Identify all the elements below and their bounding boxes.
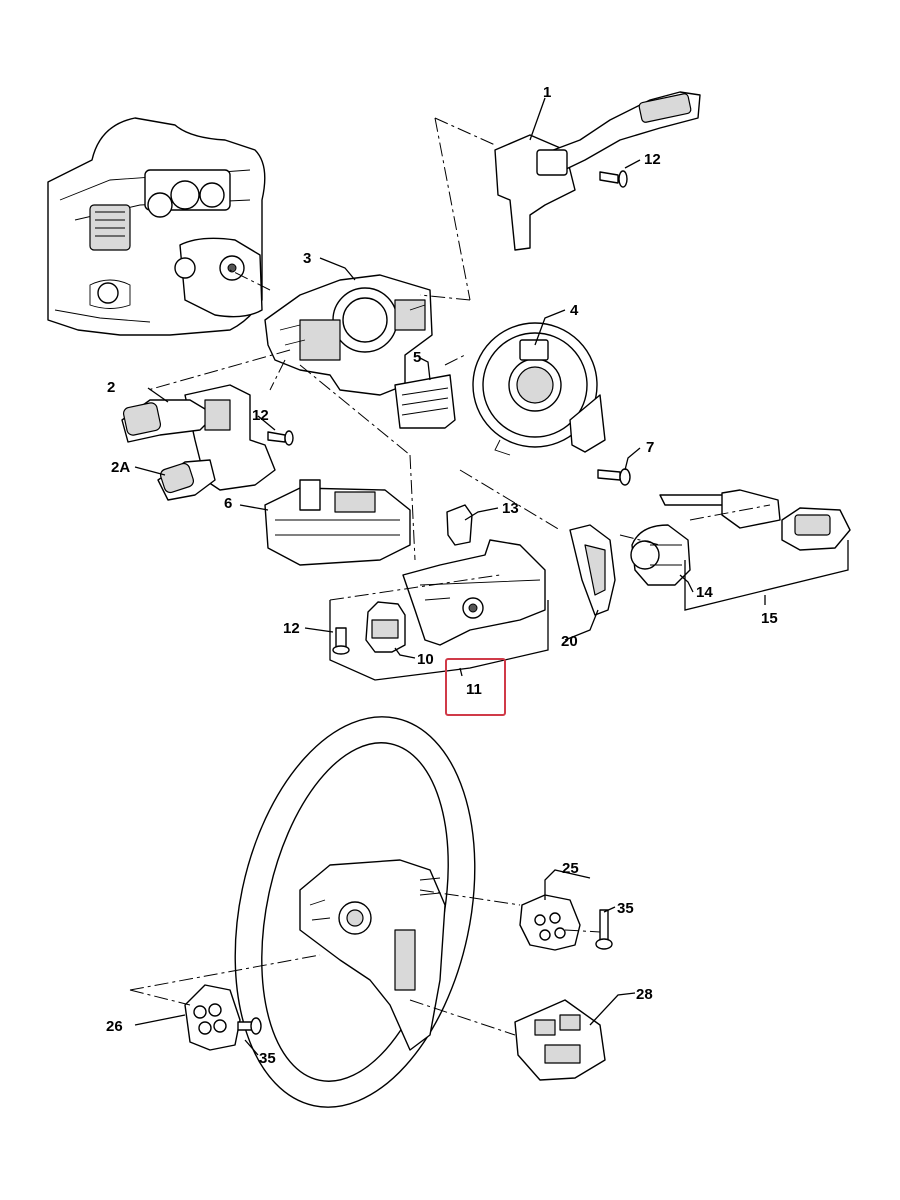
part-20-trim [569, 524, 616, 616]
label-part-3: 3 [303, 250, 311, 267]
part-2-stalk [121, 384, 276, 501]
label-part-10: 10 [417, 651, 434, 668]
part-10-housing [365, 601, 406, 653]
part-35-screws [237, 909, 613, 1035]
label-part-11: 11 [466, 681, 482, 698]
label-part-12: 12 [644, 151, 661, 168]
part-1-stalk [494, 91, 701, 251]
assembly-lines [129, 117, 771, 1036]
label-part-6: 6 [224, 495, 232, 512]
label-part-12: 12 [283, 620, 300, 637]
label-part-7: 7 [646, 439, 654, 456]
part-28-module [514, 999, 606, 1081]
steering-wheel [234, 716, 476, 1108]
label-part-2: 2 [107, 379, 115, 396]
dashboard-illustration [47, 117, 266, 336]
label-part-35: 35 [617, 900, 634, 917]
label-part-5: 5 [413, 349, 421, 366]
part-25-switch [519, 894, 581, 951]
label-part-28: 28 [636, 986, 653, 1003]
label-part-2a: 2A [111, 459, 130, 476]
part-4-clock-spring [472, 322, 606, 456]
leader-lines [134, 97, 849, 1056]
label-part-25: 25 [562, 860, 579, 877]
part-5-module [394, 374, 456, 429]
label-part-35: 35 [259, 1050, 276, 1067]
part-26-switch [184, 984, 241, 1051]
part-labels: 1 12 3 4 5 2 12 2A 6 7 13 12 10 11 20 14… [106, 84, 778, 1067]
highlight-box-part-11[interactable] [445, 658, 506, 716]
part-11-lock-housing [402, 539, 546, 646]
label-part-15: 15 [761, 610, 778, 627]
part-6-base [264, 479, 411, 566]
part-14-ignition [630, 524, 691, 586]
label-part-1: 1 [543, 84, 551, 101]
label-part-4: 4 [570, 302, 579, 319]
label-part-13: 13 [502, 500, 519, 517]
label-part-14: 14 [696, 584, 713, 601]
part-12-screws [267, 170, 628, 655]
label-part-12: 12 [252, 407, 269, 424]
part-3-switch-housing [264, 274, 433, 396]
label-part-26: 26 [106, 1018, 123, 1035]
label-part-20: 20 [561, 633, 578, 650]
part-13-connector [446, 504, 473, 546]
part-7-screw [597, 468, 631, 486]
